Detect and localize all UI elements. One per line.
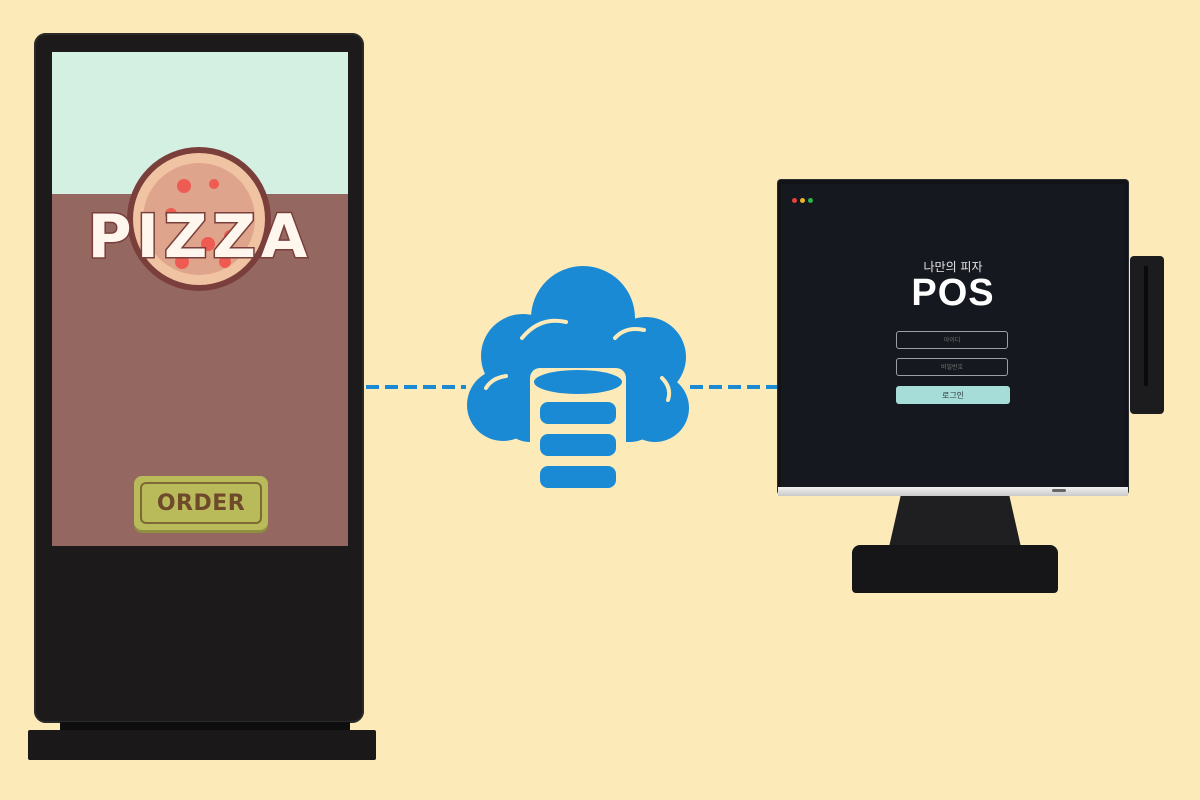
kiosk-base xyxy=(28,730,376,760)
card-reader xyxy=(1130,256,1164,414)
pos-bezel xyxy=(778,487,1128,496)
close-dot[interactable] xyxy=(792,198,797,203)
order-button-label: ORDER xyxy=(140,482,262,524)
pos-title: POS xyxy=(911,272,995,314)
kiosk-screen: PIZZA ORDER xyxy=(52,52,348,546)
minimize-dot[interactable] xyxy=(800,198,805,203)
window-controls xyxy=(792,198,813,203)
password-input[interactable] xyxy=(896,358,1008,376)
pos-subtitle: 나만의 피자 xyxy=(923,260,983,274)
pos-stand-foot xyxy=(852,545,1058,593)
pizza-icon xyxy=(127,147,271,291)
power-led xyxy=(1052,489,1066,492)
maximize-dot[interactable] xyxy=(808,198,813,203)
order-button[interactable]: ORDER xyxy=(134,476,268,530)
kiosk-title: PIZZA xyxy=(86,201,313,274)
database-icon xyxy=(530,368,626,500)
login-button[interactable]: 로그인 xyxy=(896,386,1010,404)
kiosk-base-neck xyxy=(60,722,350,732)
id-input[interactable] xyxy=(896,331,1008,349)
